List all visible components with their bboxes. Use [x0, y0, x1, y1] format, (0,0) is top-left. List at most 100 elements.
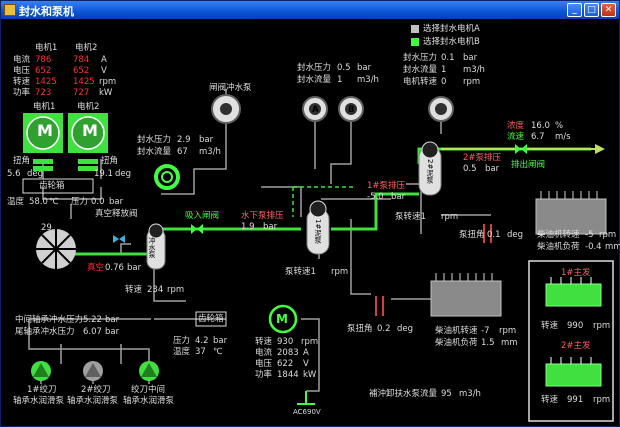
hydro-pump-label[interactable]: 冲水泵: [148, 237, 156, 258]
motor3-current-unit: A: [303, 348, 309, 358]
seal-right-pressure-unit: bar: [463, 53, 478, 63]
torque2-label: 扭角: [101, 156, 119, 166]
diesel2-torque-unit: deg: [507, 230, 524, 240]
suction-valve-label[interactable]: 吸入闸阀: [185, 211, 220, 221]
gen1-speed-unit: rpm: [593, 321, 611, 331]
motor3-power: 1844: [277, 370, 299, 380]
motor1-label: 电机1: [33, 102, 56, 112]
title-bar[interactable]: 封水和泵机 _ □ ✕: [1, 1, 619, 19]
diesel1-speed-unit: rpm: [499, 326, 517, 336]
underwater-pump-speed-unit: rpm: [331, 267, 349, 277]
gland-pump-label[interactable]: 闸阀冲水泵: [209, 83, 252, 93]
motor3-current: 2083: [277, 348, 299, 358]
motor3-icon[interactable]: M: [276, 312, 288, 326]
temp-unit: ℃: [49, 197, 59, 207]
pump1-speed-unit: rpm: [441, 212, 459, 222]
torque2-value: 19.1: [94, 169, 113, 179]
cutter-head-icon: [36, 229, 76, 269]
legend-motor-a[interactable]: 选择封水电机A: [423, 24, 480, 34]
underwater-pump-name[interactable]: 1#泥泵: [314, 219, 322, 244]
gearbox1-label: 齿轮箱: [39, 181, 65, 191]
app-icon: [4, 4, 16, 16]
vacuum-valve-label[interactable]: 真空释放阀: [95, 209, 138, 219]
seal-pump-b-label[interactable]: B: [348, 105, 355, 115]
bearing-pump-2-line1[interactable]: 2#绞刀: [81, 385, 111, 395]
seal-pump-right-icon: [428, 96, 454, 122]
motor3-speed: 930: [277, 337, 294, 347]
vacuum-value: 0.76: [105, 263, 124, 273]
motor3-current-label: 电流: [255, 348, 273, 358]
underwater-pump-title: 水下泵排压: [241, 211, 284, 221]
diesel1-torque-label: 泵扭角: [347, 324, 373, 334]
seal-left-flow: 67: [177, 147, 188, 157]
gen1-speed-label: 转速: [541, 321, 559, 331]
bearing-tail-value: 6.07: [83, 327, 102, 337]
density-unit: %: [555, 121, 564, 131]
motor3-power-unit: kW: [303, 370, 317, 380]
diesel2-speed-label: 柴油机转速: [537, 230, 580, 240]
underwater-pump-value: 1.9: [241, 222, 255, 232]
discharge-valve-label[interactable]: 排出闸阀: [511, 160, 546, 170]
bearing-tail-label: 尾轴承冲水压力: [15, 327, 75, 337]
pump1-value: -5.0: [367, 192, 384, 202]
minimize-button[interactable]: _: [567, 3, 582, 17]
maximize-button[interactable]: □: [584, 3, 599, 17]
pump2-title: 2#泵排压: [463, 153, 502, 163]
bearing-pump-3-line1[interactable]: 绞刀中间: [131, 385, 166, 395]
makeup-flow-value: 95: [441, 389, 452, 399]
gen2-speed: 991: [567, 395, 584, 405]
bearing-pump-3-line2[interactable]: 轴承水润滑泵: [123, 396, 175, 406]
motor-table-h2: 电机2: [75, 43, 98, 53]
flow-label: 流速: [507, 132, 525, 142]
seal-right-flow: 1: [441, 65, 447, 75]
seal-left-pressure: 2.9: [177, 135, 191, 145]
pump2-name[interactable]: 2#泥泵: [426, 159, 434, 184]
torque1-unit: deg: [27, 169, 44, 179]
close-button[interactable]: ✕: [601, 3, 616, 17]
diesel2-torque-label: 泵扭角: [459, 230, 485, 240]
motor1-icon[interactable]: M: [37, 121, 53, 140]
seal-mid-pressure-unit: bar: [357, 63, 372, 73]
gen2-title: 2#主发: [561, 341, 591, 351]
temp-value: 58.0: [29, 197, 48, 207]
bearing-tail-unit: bar: [105, 327, 120, 337]
pump2-value: 0.5: [463, 164, 477, 174]
process-diagram: 选择封水电机A 选择封水电机B 电机1 电机2 电流 786 784 A 电压 …: [1, 19, 620, 427]
bearing-pump-2-line2[interactable]: 轴承水润滑泵: [67, 396, 119, 406]
seal-mid-flow-unit: m3/h: [357, 75, 379, 85]
gearbox2-pressure: 4.2: [195, 336, 209, 346]
seal-pump-a-icon: [302, 96, 328, 122]
motor3-speed-unit: rpm: [301, 337, 319, 347]
diesel1-load-label: 柴油机负荷: [435, 338, 478, 348]
torque1-label: 扭角: [13, 156, 31, 166]
motor3-power-label: 功率: [255, 370, 273, 380]
legend-motor-b[interactable]: 选择封水电机B: [423, 37, 480, 47]
hydro-pump-speed-label: 转速: [125, 285, 143, 295]
diesel2-load-unit: mm: [605, 242, 620, 252]
seal-pump-a-label[interactable]: A: [312, 105, 319, 115]
seal-right-pressure: 0.1: [441, 53, 455, 63]
gland-pump-icon: [211, 94, 241, 124]
motor2-icon[interactable]: M: [82, 121, 98, 140]
seal-right-speed-unit: rpm: [463, 77, 481, 87]
diesel1-speed: -7: [481, 326, 490, 336]
seal-right-flow-unit: m3/h: [463, 65, 485, 75]
gen1-title: 1#主发: [561, 268, 591, 278]
supply-label: AC690V: [293, 408, 321, 416]
bearing-pump-1-line1[interactable]: 1#绞刀: [27, 385, 57, 395]
motor3-voltage: 622: [277, 359, 294, 369]
gearbox2-temp-label: 温度: [173, 347, 191, 357]
seal-right-speed: 0: [441, 77, 447, 87]
hydro-pump-speed-unit: rpm: [167, 285, 185, 295]
window-title: 封水和泵机: [19, 5, 74, 18]
cutter-number: 29: [41, 223, 52, 233]
density-value: 16.0: [531, 121, 550, 131]
pump2-unit: bar: [485, 164, 500, 174]
bearing-pump-1-line2[interactable]: 轴承水润滑泵: [13, 396, 65, 406]
seal-left-flow-unit: m3/h: [199, 147, 221, 157]
hydro-jet-pump-icon: [154, 164, 180, 190]
seal-right-pressure-label: 封水压力: [403, 53, 438, 63]
bearing-mid-value: 5.22: [83, 315, 102, 325]
seal-pump-b-icon: [338, 96, 364, 122]
